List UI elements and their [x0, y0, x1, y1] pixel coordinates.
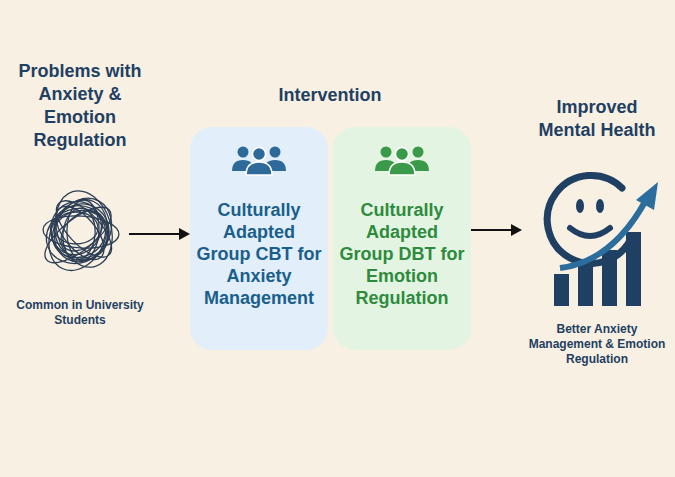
heading: Problems with Anxiety & Emotion Regulati…	[10, 60, 150, 152]
intervention-box: Culturally Adapted Group DBT for Emotion…	[333, 127, 471, 350]
people-icon	[229, 143, 289, 177]
illustration	[540, 170, 664, 314]
heading: Improved Mental Health	[528, 96, 666, 142]
tangle-illustration	[35, 186, 125, 278]
node-label: Common in University Students	[10, 298, 150, 328]
node-label: Better Anxiety Management & Emotion Regu…	[528, 322, 666, 367]
smiley-growth-icon	[540, 170, 664, 310]
illustration	[372, 143, 432, 181]
node-group: Improved Mental HealthBetter Anxiety Man…	[522, 96, 672, 388]
illustration	[35, 186, 125, 282]
intervention-box: Culturally Adapted Group CBT for Anxiety…	[190, 127, 328, 350]
flow-arrow	[129, 228, 190, 240]
node-label: Intervention	[189, 84, 471, 106]
illustration	[229, 143, 289, 181]
node-group: Problems with Anxiety & Emotion Regulati…	[4, 60, 156, 340]
people-icon	[372, 143, 432, 177]
node-label: Culturally Adapted Group DBT for Emotion…	[339, 199, 465, 309]
node-group: InterventionCulturally Adapted Group CBT…	[183, 80, 477, 354]
node-label: Culturally Adapted Group CBT for Anxiety…	[196, 199, 322, 309]
flow-arrow	[471, 224, 522, 236]
